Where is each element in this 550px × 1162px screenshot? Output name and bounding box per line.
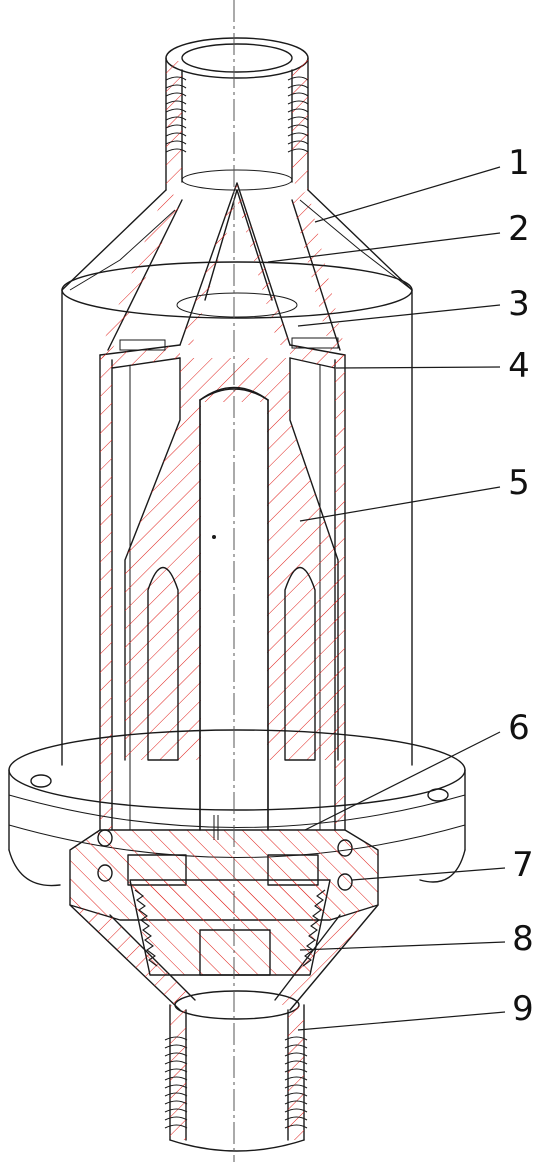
callout-9: 9 (512, 989, 534, 1029)
leader-8 (299, 941, 506, 951)
upper-cone-cap (61, 189, 413, 360)
leader-9 (297, 1011, 506, 1031)
lower-cone (69, 879, 379, 1011)
leader-5 (299, 486, 501, 522)
callout-3: 3 (508, 284, 530, 324)
callout-6: 6 (508, 708, 530, 748)
lower-plug-thread-right (302, 889, 326, 967)
top-thread-left (165, 76, 187, 153)
callout-4: 4 (508, 346, 530, 386)
inner-spike-cone (176, 182, 298, 346)
callout-1: 1 (508, 143, 530, 183)
leader-7 (351, 867, 506, 881)
top-thread-right (287, 76, 309, 153)
leader-4 (335, 366, 501, 369)
bottom-thread-left (164, 1036, 188, 1129)
callout-7: 7 (512, 845, 534, 885)
leader-2 (267, 232, 501, 263)
bottom-pipe (164, 990, 308, 1152)
top-pipe (165, 37, 309, 191)
callout-8: 8 (512, 919, 534, 959)
bottom-thread-right (284, 1036, 308, 1129)
seat-ring (99, 337, 346, 369)
leader-3 (297, 304, 501, 327)
lower-plug-thread-left (134, 889, 158, 967)
callout-2: 2 (508, 209, 530, 249)
leader-1 (314, 166, 501, 223)
callout-5: 5 (508, 463, 530, 503)
leader-lines (267, 166, 506, 1031)
central-core (124, 357, 339, 840)
leader-6 (304, 731, 501, 831)
